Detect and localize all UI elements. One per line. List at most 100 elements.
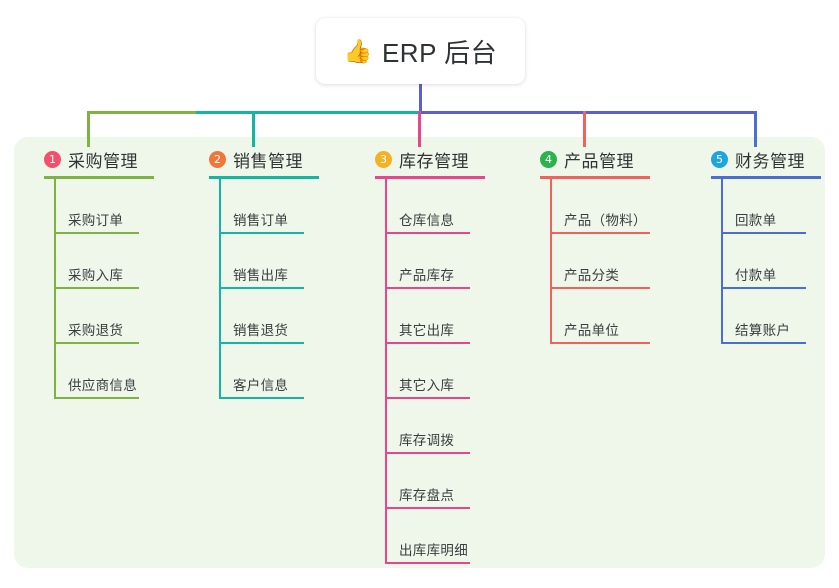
leaf-node[interactable]: 付款单	[721, 259, 831, 289]
leaf-node-label: 库存调拨	[399, 433, 455, 448]
leaf-node[interactable]: 采购入库	[54, 259, 164, 289]
leaf-node[interactable]: 采购退货	[54, 314, 164, 344]
root-node-label: 👍 ERP 后台	[344, 33, 497, 70]
thumbs-up-icon: 👍	[343, 37, 373, 64]
branch-spine	[385, 178, 387, 564]
leaf-node-rule	[385, 342, 470, 344]
leaf-node-rule	[219, 342, 304, 344]
branch-header-rule	[540, 176, 650, 179]
branch-spine	[721, 178, 723, 344]
connector-drop-3	[418, 111, 421, 147]
branch-header-rule	[375, 176, 485, 179]
leaf-node-label: 库存盘点	[399, 488, 455, 503]
leaf-node[interactable]: 产品分类	[550, 259, 660, 289]
leaf-node[interactable]: 销售订单	[219, 204, 329, 234]
leaf-node-rule	[385, 397, 470, 399]
leaf-node-label: 回款单	[735, 213, 777, 228]
branch-header-rule	[209, 176, 319, 179]
leaf-node[interactable]: 其它入库	[385, 369, 495, 399]
root-node[interactable]: 👍 ERP 后台	[316, 18, 525, 84]
branch-header-rule	[711, 176, 821, 179]
leaf-node-rule	[54, 342, 139, 344]
leaf-node-rule	[385, 452, 470, 454]
connector-bar-teal	[196, 111, 421, 114]
leaf-node[interactable]: 其它出库	[385, 314, 495, 344]
leaf-node-label: 采购入库	[68, 268, 124, 283]
leaf-node-label: 仓库信息	[399, 213, 455, 228]
leaf-node-rule	[721, 287, 806, 289]
branch-title: 库存管理	[399, 152, 469, 171]
connector-drop-4	[583, 111, 586, 147]
leaf-node-rule	[54, 232, 139, 234]
leaf-node-label: 客户信息	[233, 378, 289, 393]
branch-title: 销售管理	[233, 152, 303, 171]
branch-header-rule	[44, 176, 154, 179]
branch-number-badge: 1	[44, 151, 61, 168]
leaf-node-rule	[219, 232, 304, 234]
leaf-node-label: 付款单	[735, 268, 777, 283]
leaf-node-rule	[54, 287, 139, 289]
leaf-node-rule	[550, 232, 650, 234]
diagram-panel	[14, 137, 825, 568]
leaf-node[interactable]: 仓库信息	[385, 204, 495, 234]
leaf-node-label: 产品（物料）	[564, 213, 647, 228]
root-title-text: ERP 后台	[381, 37, 498, 68]
leaf-node-label: 出库库明细	[399, 543, 468, 558]
leaf-node-label: 结算账户	[735, 323, 791, 338]
leaf-node[interactable]: 出库库明细	[385, 534, 495, 564]
leaf-node-rule	[550, 342, 650, 344]
leaf-node-label: 产品分类	[564, 268, 620, 283]
leaf-node[interactable]: 供应商信息	[54, 369, 164, 399]
connector-bar-blue	[419, 111, 757, 114]
leaf-node-rule	[721, 342, 806, 344]
branch-header-1[interactable]: 1 采购管理	[44, 147, 138, 172]
branch-spine	[550, 178, 552, 344]
branch-header-3[interactable]: 3 库存管理	[375, 147, 469, 172]
leaf-node[interactable]: 销售退货	[219, 314, 329, 344]
leaf-node-label: 采购退货	[68, 323, 124, 338]
leaf-node-label: 产品库存	[399, 268, 455, 283]
leaf-node[interactable]: 产品库存	[385, 259, 495, 289]
leaf-node[interactable]: 客户信息	[219, 369, 329, 399]
branch-number-badge: 3	[375, 151, 392, 168]
branch-number-badge: 5	[711, 151, 728, 168]
leaf-node[interactable]: 库存调拨	[385, 424, 495, 454]
leaf-node-label: 采购订单	[68, 213, 124, 228]
leaf-node[interactable]: 结算账户	[721, 314, 831, 344]
branch-header-2[interactable]: 2 销售管理	[209, 147, 303, 172]
leaf-node-rule	[721, 232, 806, 234]
leaf-node[interactable]: 销售出库	[219, 259, 329, 289]
connector-drop-2	[252, 111, 255, 147]
branch-header-4[interactable]: 4 产品管理	[540, 147, 634, 172]
leaf-node-rule	[54, 397, 139, 399]
leaf-node-label: 供应商信息	[68, 378, 137, 393]
leaf-node-rule	[385, 287, 470, 289]
leaf-node-label: 销售出库	[233, 268, 289, 283]
connector-drop-5	[754, 111, 757, 147]
leaf-node-label: 产品单位	[564, 323, 620, 338]
leaf-node-rule	[385, 507, 470, 509]
leaf-node-label: 其它出库	[399, 323, 455, 338]
branch-title: 采购管理	[68, 152, 138, 171]
leaf-node-rule	[550, 287, 650, 289]
leaf-node[interactable]: 产品（物料）	[550, 204, 660, 234]
connector-drop-1	[87, 111, 90, 147]
leaf-node-rule	[219, 287, 304, 289]
branch-number-badge: 2	[209, 151, 226, 168]
leaf-node[interactable]: 库存盘点	[385, 479, 495, 509]
leaf-node[interactable]: 回款单	[721, 204, 831, 234]
leaf-node-label: 销售订单	[233, 213, 289, 228]
branch-title: 产品管理	[564, 152, 634, 171]
leaf-node-label: 其它入库	[399, 378, 455, 393]
leaf-node-rule	[385, 232, 470, 234]
connector-bar-green	[87, 111, 197, 114]
leaf-node-label: 销售退货	[233, 323, 289, 338]
leaf-node[interactable]: 采购订单	[54, 204, 164, 234]
leaf-node[interactable]: 产品单位	[550, 314, 660, 344]
branch-number-badge: 4	[540, 151, 557, 168]
leaf-node-rule	[385, 562, 470, 564]
leaf-node-rule	[219, 397, 304, 399]
connector-trunk	[419, 84, 422, 113]
